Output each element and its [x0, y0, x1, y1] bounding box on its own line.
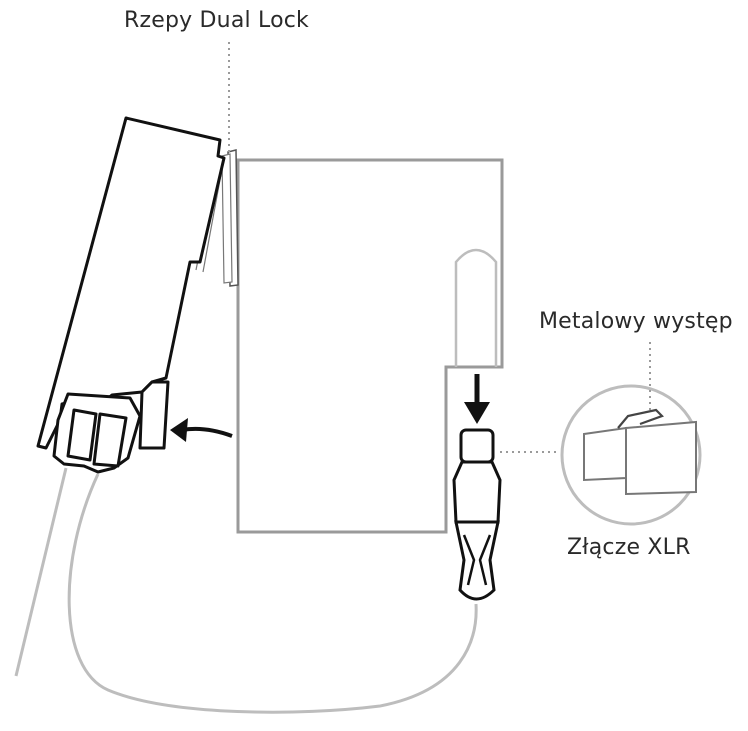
module-side-tab	[138, 380, 170, 450]
panel-slot	[454, 248, 498, 367]
xlr-zoom-circle	[560, 384, 702, 526]
xlr-cable	[67, 473, 478, 714]
xlr-connector	[452, 428, 502, 601]
insert-arrow-icon	[170, 418, 233, 442]
module-cable-left	[14, 467, 68, 677]
dual-lock-label: Rzepy Dual Lock	[124, 8, 309, 33]
mounting-panel	[236, 158, 504, 534]
xlr-connector-label: Złącze XLR	[567, 535, 691, 560]
metal-tab-label: Metalowy występ	[539, 309, 733, 334]
receiver-module	[36, 116, 226, 474]
down-arrow-icon	[464, 374, 490, 424]
metal-tab-shape	[617, 408, 664, 429]
